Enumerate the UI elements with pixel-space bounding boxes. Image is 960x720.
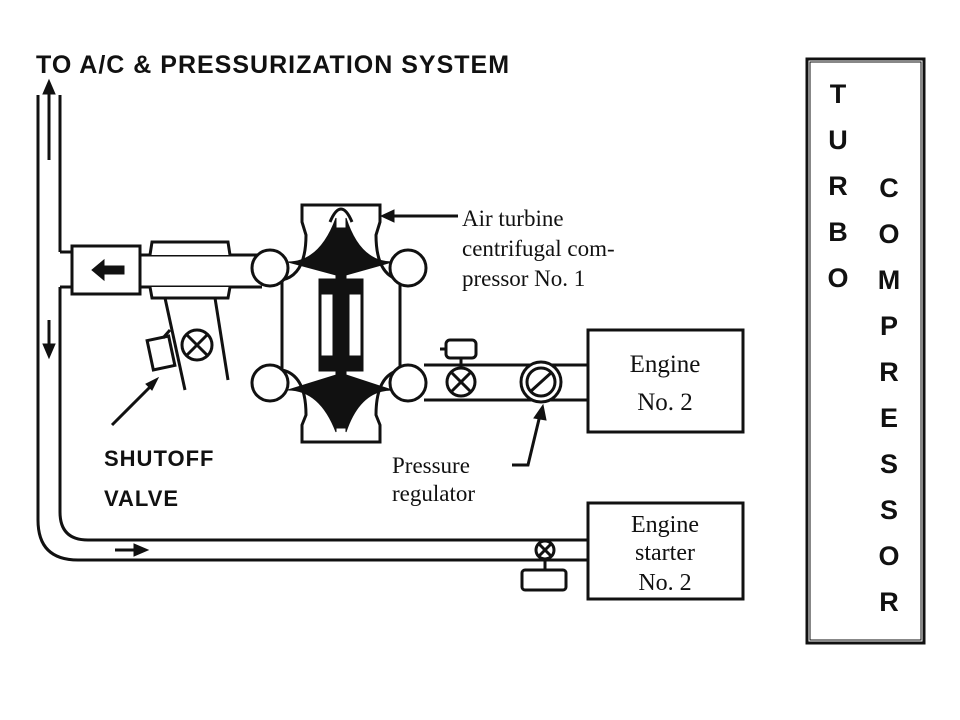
compressor-letter-4: R: [879, 357, 899, 387]
turbo-letter-4: O: [827, 263, 848, 293]
compressor-letter-0: C: [879, 173, 899, 203]
shutoff-label-line2: VALVE: [104, 486, 179, 511]
starter-label-line3: No. 2: [638, 570, 691, 596]
shaft: [335, 227, 347, 429]
supply-duct: [36, 95, 588, 562]
lower-left-volute: [250, 363, 290, 403]
compressor-letter-2: M: [878, 265, 901, 295]
starter-label-line2: starter: [635, 540, 695, 566]
upper-duct: [140, 240, 262, 300]
engine-duct: [424, 363, 588, 402]
turbine-label-line1: Air turbine: [462, 206, 564, 231]
shutoff-actuator: [145, 334, 177, 372]
upper-impeller-left: [287, 217, 337, 276]
turbo-letter-3: B: [828, 217, 848, 247]
duct-valve: [440, 338, 478, 398]
turbo-letter-2: R: [828, 171, 848, 201]
turbo-compressor-body: [250, 203, 428, 444]
regulator-label-line2: regulator: [392, 481, 475, 506]
upper-right-volute: [388, 248, 428, 288]
turbine-leader: [379, 209, 458, 223]
compressor-letter-5: E: [880, 403, 898, 433]
turbine-label-line2: centrifugal com-: [462, 236, 615, 261]
starter-label-line1: Engine: [631, 512, 699, 538]
flow-arrow-up: [42, 78, 56, 160]
upper-left-volute: [250, 248, 290, 288]
bearing-right: [346, 278, 364, 372]
regulator-label-line1: Pressure: [392, 453, 470, 478]
shutoff-leader: [110, 376, 160, 427]
upper-impeller-right: [345, 217, 393, 276]
compressor-letter-3: P: [880, 311, 898, 341]
engine-label-line1: Engine: [630, 351, 701, 378]
check-valve: [70, 244, 142, 296]
starter-valve: [520, 539, 568, 592]
turbo-letter-0: T: [830, 79, 847, 109]
pressure-regulator: [519, 360, 563, 404]
turbine-label-line3: pressor No. 1: [462, 266, 585, 291]
bearing-left: [318, 278, 336, 372]
shutoff-label-line1: SHUTOFF: [104, 446, 214, 471]
title-label: TO A/C & PRESSURIZATION SYSTEM: [36, 51, 510, 79]
lower-right-volute: [388, 363, 428, 403]
regulator-leader: [512, 403, 547, 467]
turbo-letter-1: U: [828, 125, 848, 155]
lower-turbine-right: [345, 374, 393, 433]
compressor-letter-1: O: [878, 219, 899, 249]
flow-arrow-down: [42, 320, 56, 360]
compressor-letter-9: R: [879, 587, 899, 617]
compressor-letter-7: S: [880, 495, 898, 525]
engine-box: Engine No. 2: [586, 328, 745, 434]
flow-arrow-right: [115, 543, 150, 557]
compressor-letter-8: O: [878, 541, 899, 571]
engine-starter-box: Engine starter No. 2: [586, 501, 745, 601]
lower-turbine-left: [287, 374, 337, 433]
compressor-letter-6: S: [880, 449, 898, 479]
engine-label-line2: No. 2: [637, 389, 693, 416]
shutoff-valve: [145, 297, 230, 391]
